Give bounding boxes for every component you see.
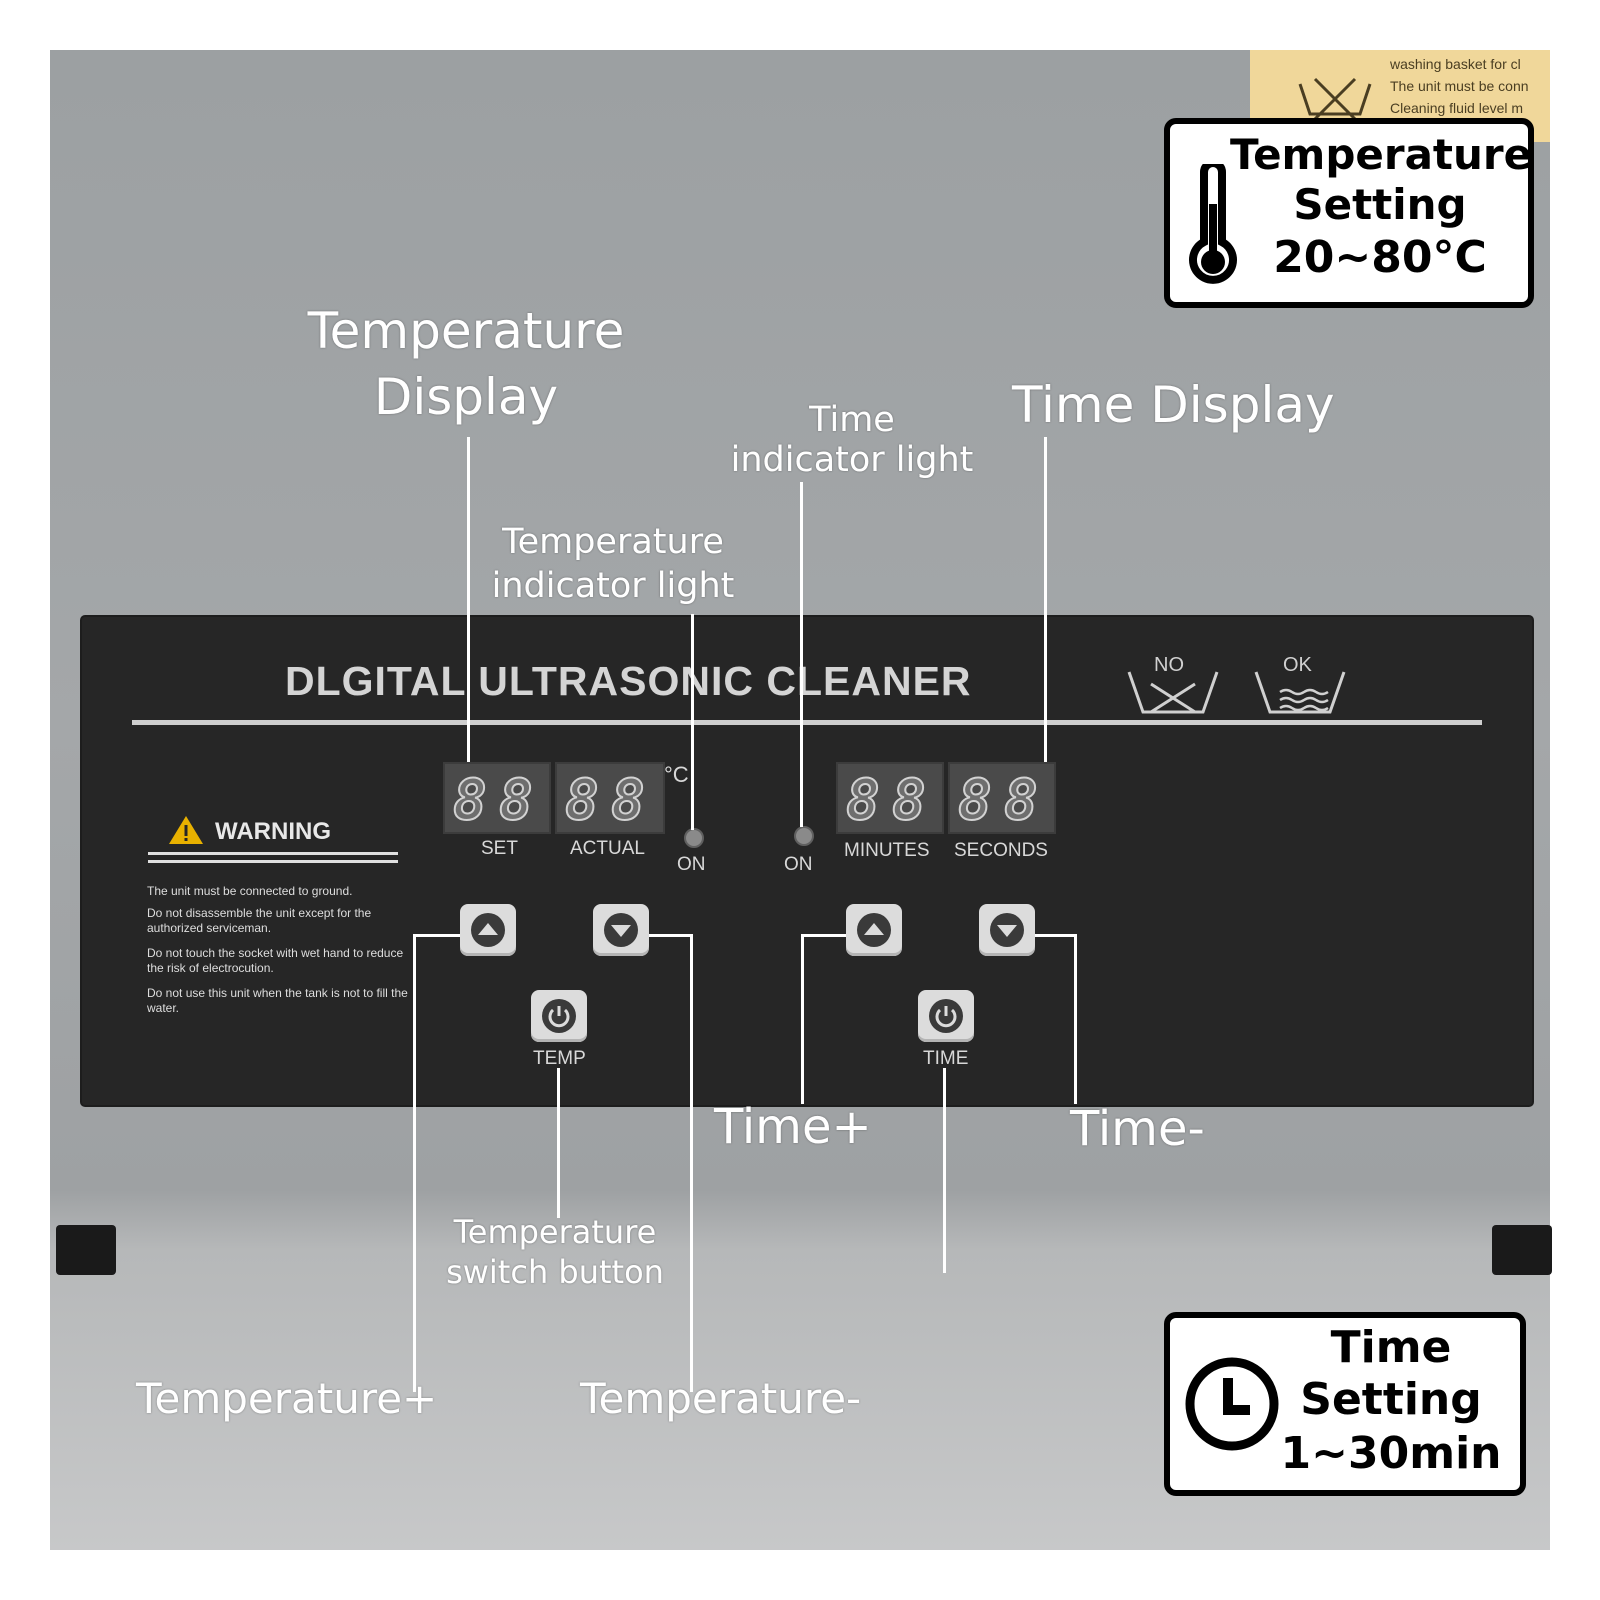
leader-line [943,1068,946,1273]
annotation-line: Temperature [307,302,625,360]
annotation-line: Temperature [453,1213,657,1251]
temperature-down-button[interactable] [593,904,649,956]
sticker-line: washing basket for cl [1390,56,1521,72]
chevron-up-icon [857,913,891,947]
temp-button-label: TEMP [533,1048,586,1069]
annotation-temperature-minus: Temperature- [580,1374,862,1423]
set-label: SET [481,838,518,859]
leader-line [557,1068,560,1218]
annotation-time-plus: Time+ [714,1099,872,1155]
leader-line [649,934,693,937]
time-seconds-display: 8 8 [948,762,1056,834]
seg-digit: 8 [452,767,488,834]
badge-line: 1~30min [1280,1428,1502,1479]
annotation-temperature-plus: Temperature+ [136,1374,438,1423]
annotation-line: Display [373,368,559,426]
thermometer-icon [1189,164,1237,284]
seg-digit: 8 [1003,767,1039,834]
annotation-time-indicator-light: Time indicator light [722,400,982,480]
device-foot [56,1225,116,1275]
warning-sticker: washing basket for cl The unit must be c… [1250,50,1550,142]
seg-digit: 8 [957,767,993,834]
annotation-line: indicator light [491,566,735,606]
chevron-up-icon [471,913,505,947]
annotation-time-minus: Time- [1070,1101,1205,1157]
temp-set-display: 8 8 [443,762,551,834]
annotation-line: Temperature [502,522,724,562]
time-setting-badge: Time Setting 1~30min [1164,1312,1526,1496]
time-minutes-display: 8 8 [836,762,944,834]
leader-line [690,934,693,1392]
time-indicator-light [794,826,814,846]
leader-line [801,934,804,1104]
celsius-unit: °C [664,762,689,787]
time-power-button[interactable] [918,990,974,1042]
leader-line [801,934,846,937]
clock-icon [1185,1357,1279,1451]
actual-label: ACTUAL [570,838,645,859]
annotation-line: Time [809,400,895,440]
seg-digit: 8 [845,767,881,834]
panel-divider [132,720,1482,725]
temp-actual-display: 8 8 [555,762,665,834]
leader-line [413,934,460,937]
warning-line: The unit must be connected to ground. [147,884,353,898]
leader-line [467,437,470,762]
warning-line: Do not touch the socket with wet hand to… [147,946,404,975]
badge-line: Time [1330,1322,1452,1373]
leader-line [800,482,803,827]
temp-on-label: ON [677,854,706,875]
chevron-down-icon [990,913,1024,947]
warning-divider [148,852,398,855]
annotation-line: switch button [446,1253,664,1291]
sticker-line: Cleaning fluid level m [1390,100,1524,116]
annotation-temperature-switch-button: Temperature switch button [435,1212,675,1292]
wash-basket-icon [1298,77,1372,121]
time-button-label: TIME [923,1048,969,1069]
annotation-time-display: Time Display [1012,376,1335,434]
temp-power-button[interactable] [531,990,587,1042]
leader-line [691,614,694,830]
annotation-temperature-display: Temperature Display [296,298,636,430]
badge-line: Setting [1293,180,1467,229]
minutes-label: MINUTES [844,840,930,861]
wash-no-label: NO [1154,654,1184,676]
warning-line: Do not use this unit when the tank is no… [147,986,408,1015]
device-foot [1492,1225,1552,1275]
power-icon [929,999,963,1033]
time-down-button[interactable] [979,904,1035,956]
leader-line [1074,934,1077,1104]
leader-line [413,934,416,1392]
warning-line: Do not disassemble the unit except for t… [147,906,372,935]
wash-ok-label: OK [1283,654,1312,676]
time-up-button[interactable] [846,904,902,956]
ok-wash-icon [1254,671,1346,714]
chevron-down-icon [604,913,638,947]
annotation-temperature-indicator-light: Temperature indicator light [483,520,743,608]
seg-digit: 8 [610,767,646,834]
badge-line: Temperature [1230,130,1533,179]
sticker-line: The unit must be conn [1390,78,1529,94]
warning-divider [148,860,398,863]
annotation-line: indicator light [730,440,974,480]
panel-title: DLGITAL ULTRASONIC CLEANER [285,658,972,704]
seg-digit: 8 [498,767,534,834]
leader-line [1035,934,1077,937]
warning-triangle-icon [169,816,203,844]
time-on-label: ON [784,854,813,875]
seg-digit: 8 [564,767,600,834]
badge-line: 20~80°C [1273,232,1487,283]
seconds-label: SECONDS [954,840,1048,861]
temperature-setting-badge: Temperature Setting 20~80°C [1164,118,1534,308]
no-wash-icon [1127,671,1219,714]
seg-digit: 8 [891,767,927,834]
power-icon [542,999,576,1033]
temperature-up-button[interactable] [460,904,516,956]
warning-title: WARNING [215,818,331,845]
temperature-indicator-light [684,828,704,848]
leader-line [1044,437,1047,762]
badge-line: Setting [1300,1374,1482,1425]
